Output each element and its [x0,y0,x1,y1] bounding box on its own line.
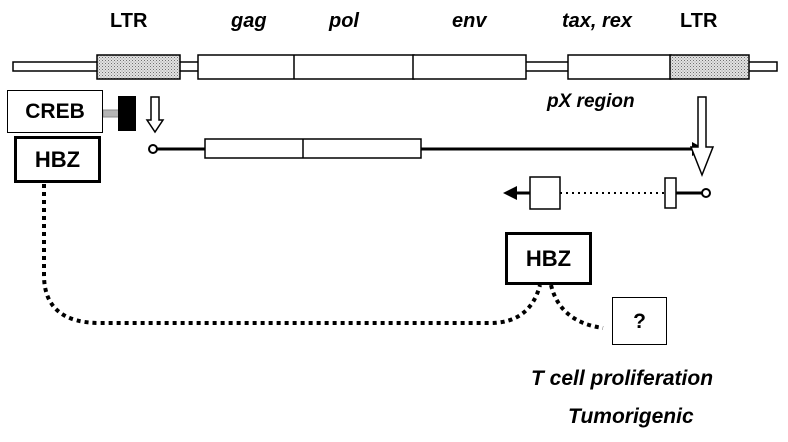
antisense-transcription-arrow [689,96,715,178]
ltr-left-label: LTR [110,10,148,32]
tax-rex-block [567,54,672,80]
hbz-bound-box: HBZ [14,136,101,183]
hbz-exon-1 [664,177,677,209]
sense-transcript-start [148,144,158,154]
hbz-exon-2 [529,176,561,210]
px-region-label: pX region [547,91,635,112]
t-cell-proliferation-label: T cell proliferation [531,367,714,390]
sense-transcription-arrow [145,96,165,134]
tax-rex-label: tax, rex [562,10,633,32]
hbz-product-box: HBZ [505,232,592,285]
creb-connector [102,109,121,118]
sense-transcript-exon [204,138,422,159]
creb-box: CREB [7,90,103,133]
gag-label: gag [231,10,267,32]
unknown-factor-box: ? [612,297,667,345]
tumorigenic-label: Tumorigenic [568,405,694,428]
ltr-right-label: LTR [680,10,718,32]
gag-pol-block [197,54,415,80]
pol-label: pol [329,10,359,32]
hbz-transcript-start [701,188,711,198]
env-block [412,54,527,80]
hbz-link-path [42,184,542,325]
ltr-right-block [669,54,750,80]
dna-binding-block [118,96,136,131]
env-label: env [452,10,487,32]
hbz-transcript-arrowhead [503,186,517,200]
ltr-left-block [96,54,181,80]
hbz-to-unknown-path [549,284,604,330]
